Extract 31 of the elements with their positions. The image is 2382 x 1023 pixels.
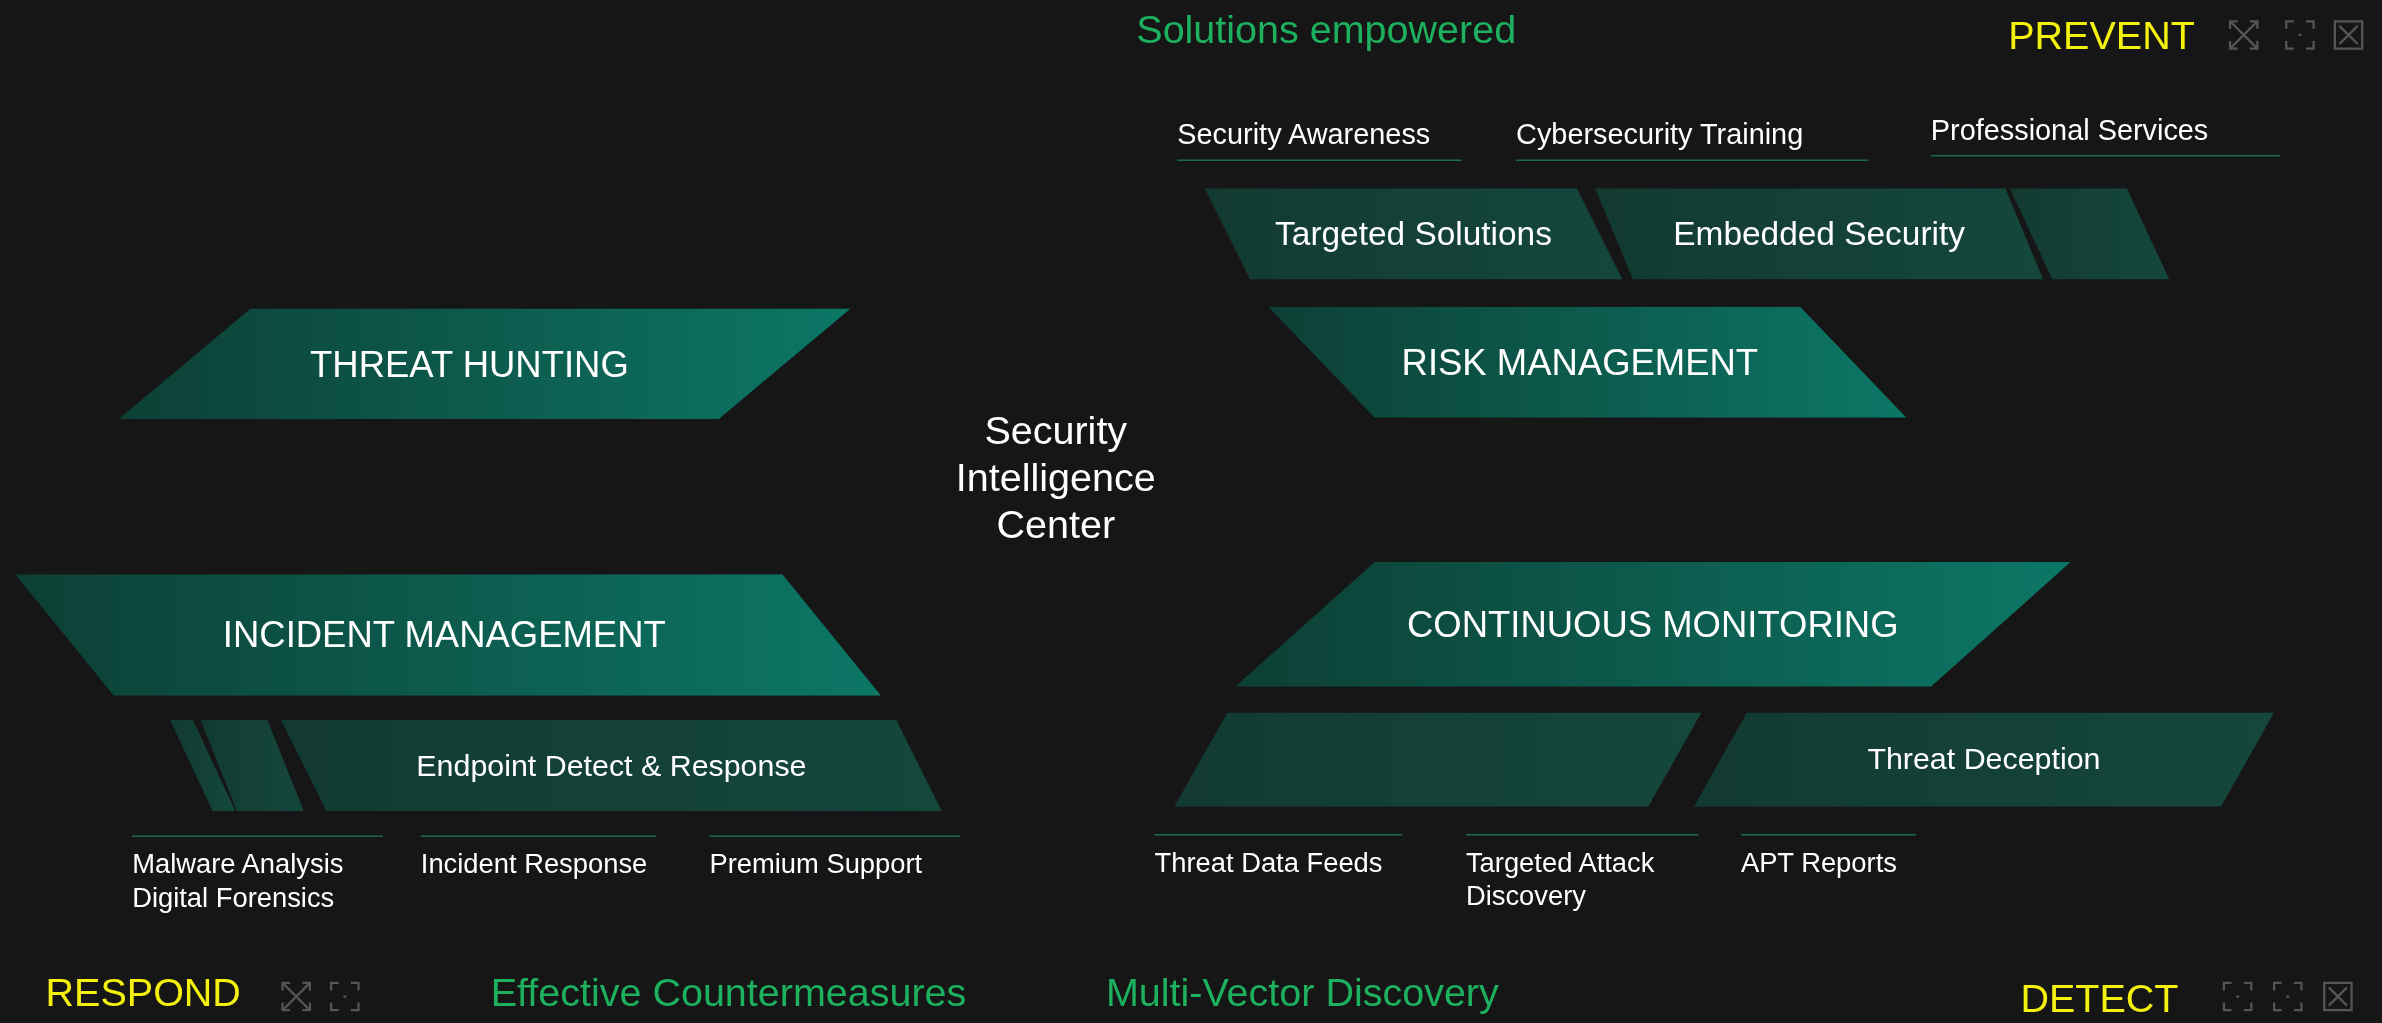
parallelogram-band: [1693, 712, 2275, 807]
service-label: Incident Response: [420, 835, 657, 882]
section-heading: Multi-Vector Discovery: [1105, 969, 1499, 1017]
quadrant-label: DETECT: [2020, 975, 2179, 1023]
section-heading: Solutions empowered: [1136, 6, 1517, 54]
band-label: CONTINUOUS MONITORING: [1406, 603, 1900, 646]
service-label: Premium Support: [709, 835, 961, 882]
band-label: Endpoint Detect & Response: [415, 748, 808, 784]
service-label: Targeted Attack Discovery: [1465, 834, 1699, 914]
band-label: Embedded Security: [1672, 214, 1966, 254]
parallelogram-band: [1235, 562, 2071, 687]
band-label: THREAT HUNTING: [309, 342, 630, 386]
service-label: Malware Analysis Digital Forensics: [132, 835, 383, 915]
parallelogram-band: [15, 574, 882, 696]
quadrant-label: PREVENT: [2008, 12, 2195, 60]
service-label: Cybersecurity Training: [1516, 118, 1869, 161]
band-label: INCIDENT MANAGEMENT: [221, 613, 667, 657]
service-label: Professional Services: [1930, 113, 2281, 157]
parallelogram-band: [1204, 188, 1623, 280]
parallelogram-band: [1268, 306, 1907, 418]
quadrant-label: RESPOND: [45, 969, 241, 1017]
section-heading: Effective Countermeasures: [490, 969, 967, 1017]
empty-parallelogram-band: [170, 720, 236, 812]
band-label: RISK MANAGEMENT: [1400, 341, 1760, 384]
service-label: Threat Data Feeds: [1154, 834, 1403, 881]
service-label: Security Awareness: [1177, 118, 1462, 161]
parallelogram-band: [118, 308, 851, 420]
band-label: Targeted Solutions: [1274, 214, 1553, 254]
service-label: APT Reports: [1740, 834, 1916, 881]
center-label: Security Intelligence Center: [954, 407, 1157, 550]
band-label: Threat Deception: [1866, 742, 2102, 777]
